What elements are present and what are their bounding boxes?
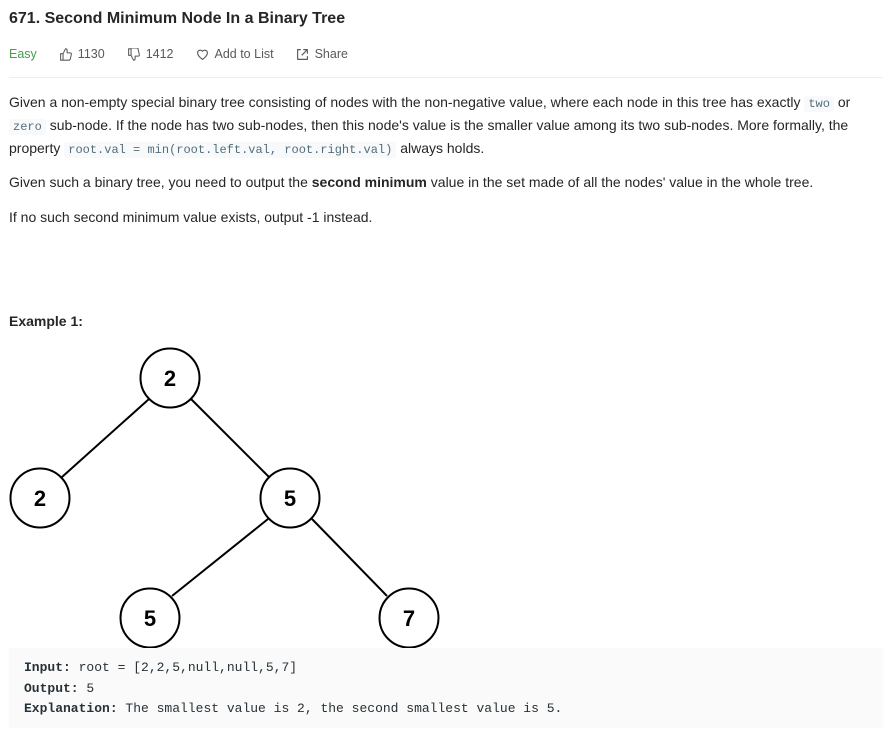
example-explanation-line: Explanation: The smallest value is 2, th… — [24, 699, 868, 720]
thumbs-up-icon — [59, 47, 72, 61]
example-tree-diagram: 2 2 5 5 7 — [9, 347, 440, 649]
tree-node-value: 5 — [284, 486, 296, 511]
share-icon — [296, 48, 308, 60]
heart-icon — [196, 49, 208, 60]
thumbs-down-icon — [127, 47, 140, 61]
description-paragraph-2: Given such a binary tree, you need to ou… — [9, 172, 883, 193]
tree-node-circle — [259, 467, 321, 529]
input-label: Input: — [24, 660, 71, 675]
input-value: root = [2,2,5,null,null,5,7] — [70, 660, 298, 675]
example-output-line: Output: 5 — [24, 679, 868, 700]
tree-node-circle — [119, 587, 181, 649]
output-label: Output: — [24, 680, 79, 696]
tree-node-value: 2 — [34, 486, 46, 511]
description-text: always holds. — [396, 140, 485, 156]
tree-edge — [171, 518, 269, 597]
inline-code: two — [804, 96, 834, 112]
explanation-label: Explanation: — [24, 701, 118, 716]
add-to-list-label: Add to List — [214, 47, 274, 61]
tree-edges — [61, 398, 388, 597]
description-text: sub-node. If the node has two sub-nodes,… — [9, 117, 849, 156]
output-value: 5 — [78, 680, 95, 696]
description-paragraph-3: If no such second minimum value exists, … — [9, 209, 373, 225]
like-count: 1130 — [77, 47, 105, 61]
description-text: Given a non-empty special binary tree co… — [9, 94, 805, 110]
example-code-block: Input: root = [2,2,5,null,null,5,7]Outpu… — [9, 648, 883, 728]
share-label: Share — [314, 47, 348, 61]
problem-title: 671. Second Minimum Node In a Binary Tre… — [9, 10, 346, 27]
example-input-line: Input: root = [2,2,5,null,null,5,7] — [24, 658, 868, 679]
description-text: value in the set made of all the nodes' … — [426, 174, 814, 190]
divider — [9, 77, 883, 78]
explanation-value: The smallest value is 2, the second smal… — [117, 701, 563, 716]
like-button[interactable]: 1130 — [59, 47, 105, 61]
problem-meta-bar: Easy 1130 1412 Add to List Share — [9, 45, 370, 63]
description-paragraph-1: Given a non-empty special binary tree co… — [9, 92, 883, 161]
tree-node-value: 2 — [164, 366, 176, 391]
add-to-list-button[interactable]: Add to List — [196, 47, 274, 61]
example-title: Example 1: — [9, 313, 83, 329]
inline-code: root.val = min(root.left.val, root.right… — [64, 142, 397, 158]
tree-node-circle — [378, 587, 440, 649]
tree-node-value: 5 — [144, 606, 156, 631]
difficulty-badge: Easy — [9, 47, 37, 61]
emphasis-text: second minimum — [311, 174, 427, 190]
description-text: or — [833, 94, 851, 110]
tree-node-circle — [9, 467, 71, 529]
tree-edge — [190, 398, 270, 478]
tree-edge — [311, 518, 388, 597]
description-text: Given such a binary tree, you need to ou… — [9, 174, 312, 190]
inline-code: zero — [9, 119, 46, 135]
tree-node-value: 7 — [403, 606, 415, 631]
tree-edge — [61, 398, 150, 478]
tree-node-circle — [139, 347, 201, 409]
dislike-button[interactable]: 1412 — [127, 47, 174, 61]
dislike-count: 1412 — [145, 47, 174, 61]
share-button[interactable]: Share — [296, 47, 348, 61]
